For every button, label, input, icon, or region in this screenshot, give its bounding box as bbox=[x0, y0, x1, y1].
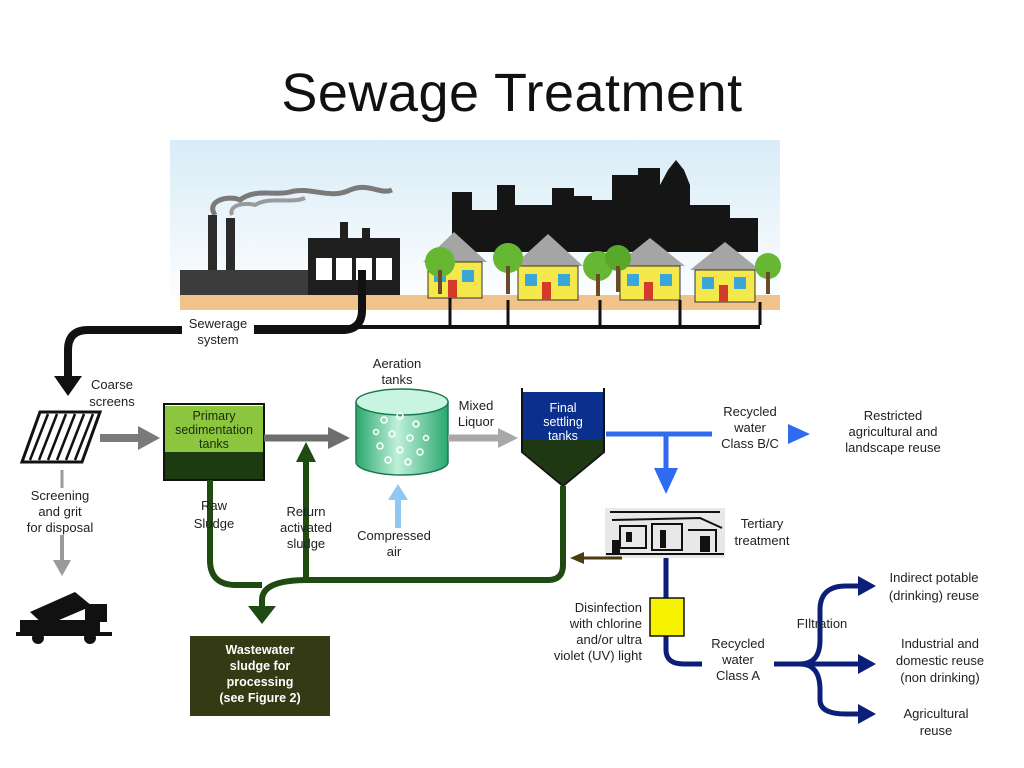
city-illustration bbox=[170, 140, 781, 325]
chimney bbox=[226, 218, 235, 295]
flow-arrow bbox=[264, 427, 350, 449]
air-bubbles bbox=[372, 412, 430, 466]
flow-arrow bbox=[100, 426, 160, 450]
coarse-screen bbox=[19, 410, 103, 464]
flow-arrow bbox=[53, 470, 71, 576]
houses bbox=[423, 232, 760, 303]
wastewater-sludge-box bbox=[190, 636, 330, 716]
tertiary-treatment-icon bbox=[605, 508, 725, 558]
final-settling-tank bbox=[521, 388, 605, 488]
flow-arrow bbox=[570, 552, 622, 564]
arrow-head bbox=[54, 376, 82, 396]
arrow-head bbox=[296, 442, 316, 462]
arrow-head bbox=[248, 606, 276, 624]
class-a-line bbox=[663, 558, 860, 717]
flow-arrow bbox=[448, 428, 518, 448]
disposal-truck-icon bbox=[16, 592, 112, 644]
primary-sedimentation-tank bbox=[163, 403, 265, 481]
filtration-label: FIltration bbox=[797, 616, 848, 631]
slide-title: Sewage Treatment bbox=[281, 63, 743, 123]
arrow-head bbox=[858, 704, 876, 724]
compressed-air-arrow bbox=[388, 484, 408, 528]
trees bbox=[425, 243, 781, 296]
disinfection-box bbox=[649, 597, 685, 637]
sludge-lines bbox=[207, 460, 566, 610]
smoke bbox=[210, 184, 393, 217]
aeration-tank bbox=[355, 388, 449, 476]
chimney bbox=[208, 215, 217, 295]
indirect-potable-label: Indirect potable(drinking) reuse bbox=[889, 570, 979, 603]
arrow-head bbox=[858, 654, 876, 674]
arrow-head bbox=[858, 576, 876, 596]
